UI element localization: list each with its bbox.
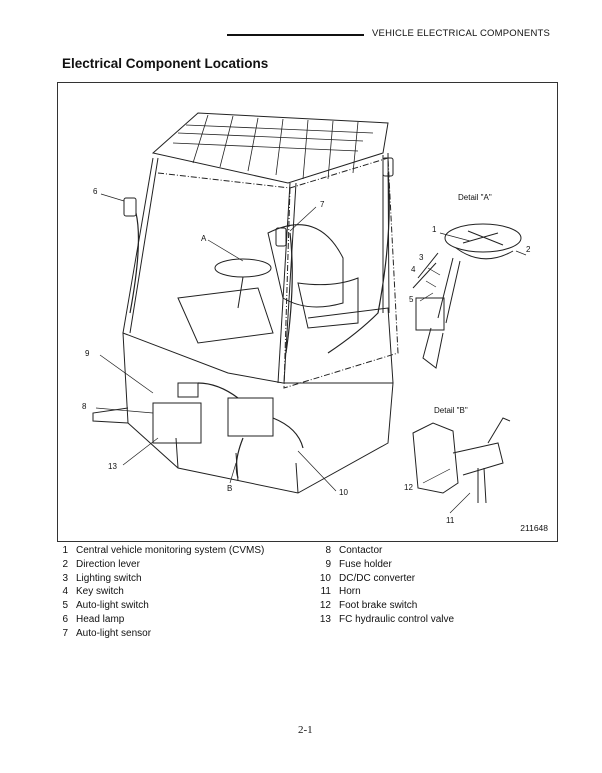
callout-11: 11 (446, 516, 455, 525)
section-header: VEHICLE ELECTRICAL COMPONENTS (372, 28, 551, 39)
legend-item: 1 Central vehicle monitoring system (CVMS… (53, 544, 264, 558)
detail-a-label: Detail "A" (458, 193, 492, 202)
legend-number: 1 (62, 545, 68, 556)
callout-6: 6 (93, 187, 98, 196)
legend-label: Direction lever (76, 558, 140, 570)
legend-label: Lighting switch (76, 572, 142, 584)
legend-number: 6 (62, 613, 68, 625)
callout-3: 3 (419, 253, 424, 262)
legend-label: Head lamp (76, 613, 125, 625)
legend-label: DC/DC converter (339, 572, 416, 584)
detail-a-steering-wheel (444, 223, 522, 253)
callout-7: 7 (320, 200, 325, 209)
legend-label: Key switch (76, 586, 124, 598)
figure-number: 211648 (520, 523, 548, 533)
legend-number: 8 (325, 545, 331, 556)
steering-wheel (214, 258, 272, 278)
legend-number: 9 (325, 558, 331, 570)
guard-post-right-front (277, 182, 291, 384)
legend-label: FC hydraulic control valve (339, 613, 455, 625)
legend-item: 12 Foot brake switch (316, 599, 454, 613)
detail-b-pedal-assembly (412, 422, 459, 494)
legend-item: 8 Contactor (316, 544, 454, 558)
legend-item: 11 Horn (316, 585, 454, 599)
dash-panel (177, 287, 274, 344)
callout-12: 12 (404, 483, 413, 492)
legend-number: 3 (62, 572, 68, 584)
legend-number: 12 (319, 600, 331, 612)
callout-4: 4 (411, 265, 416, 274)
callout-a: A (201, 234, 207, 243)
seat (267, 224, 344, 308)
legend-left: 1 Central vehicle monitoring system (CVMS… (53, 544, 264, 641)
legend-number: 5 (62, 600, 68, 612)
legend-number: 2 (62, 558, 68, 570)
legend-number: 13 (319, 613, 331, 625)
legend-item: 4 Key switch (53, 585, 264, 599)
legend-label: Horn (339, 586, 361, 598)
dc-dc-converter (227, 397, 274, 437)
callout-10: 10 (339, 488, 348, 497)
legend-item: 7 Auto-light sensor (53, 627, 264, 641)
legend-number: 11 (320, 586, 331, 598)
legend-item: 13 FC hydraulic control valve (316, 613, 454, 627)
callout-5: 5 (409, 295, 414, 304)
page-number: 2-1 (298, 724, 313, 736)
auto-light-sensor (275, 227, 287, 247)
detail-b-label: Detail "B" (434, 406, 468, 415)
legend-item: 9 Fuse holder (316, 558, 454, 572)
legend-item: 3 Lighting switch (53, 572, 264, 586)
forklift-illustration (92, 112, 527, 514)
detail-a-illustration (412, 223, 527, 369)
callout-2: 2 (526, 245, 531, 254)
fc-hydraulic-control-valve (152, 402, 202, 444)
legend-label: Foot brake switch (339, 600, 418, 612)
legend-right: 8 Contactor 9 Fuse holder 10 DC/DC converte… (316, 544, 454, 627)
callout-b: B (227, 484, 233, 493)
fuse-holder (177, 382, 199, 398)
chassis-body (122, 332, 394, 494)
callout-8: 8 (82, 402, 87, 411)
legend-label: Central vehicle monitoring system (CVMS) (76, 545, 265, 556)
legend-number: 4 (62, 586, 68, 598)
wiring-harness (129, 172, 390, 479)
legend-label: Fuse holder (339, 558, 392, 570)
callout-13: 13 (108, 462, 117, 471)
legend-number: 7 (62, 627, 68, 639)
callout-1: 1 (432, 225, 437, 234)
overhead-guard-roof (151, 112, 389, 184)
legend-label: Auto-light sensor (76, 627, 152, 639)
legend-label: Contactor (339, 545, 383, 556)
legend-item: 2 Direction lever (53, 558, 264, 572)
callout-9: 9 (85, 349, 90, 358)
legend-label: Auto-light switch (76, 600, 149, 612)
legend-number: 10 (319, 572, 331, 584)
detail-b-illustration (412, 417, 511, 514)
legend-item: 10 DC/DC converter (316, 572, 454, 586)
component-diagram: 6 7 A 9 8 13 B 10 Detail "A" 1 2 3 4 5 D… (57, 82, 558, 542)
page-title: Electrical Component Locations (62, 56, 269, 71)
header-rule (227, 34, 364, 36)
legend-item: 6 Head lamp (53, 613, 264, 627)
head-lamp-left (123, 197, 137, 217)
legend-item: 5 Auto-light switch (53, 599, 264, 613)
